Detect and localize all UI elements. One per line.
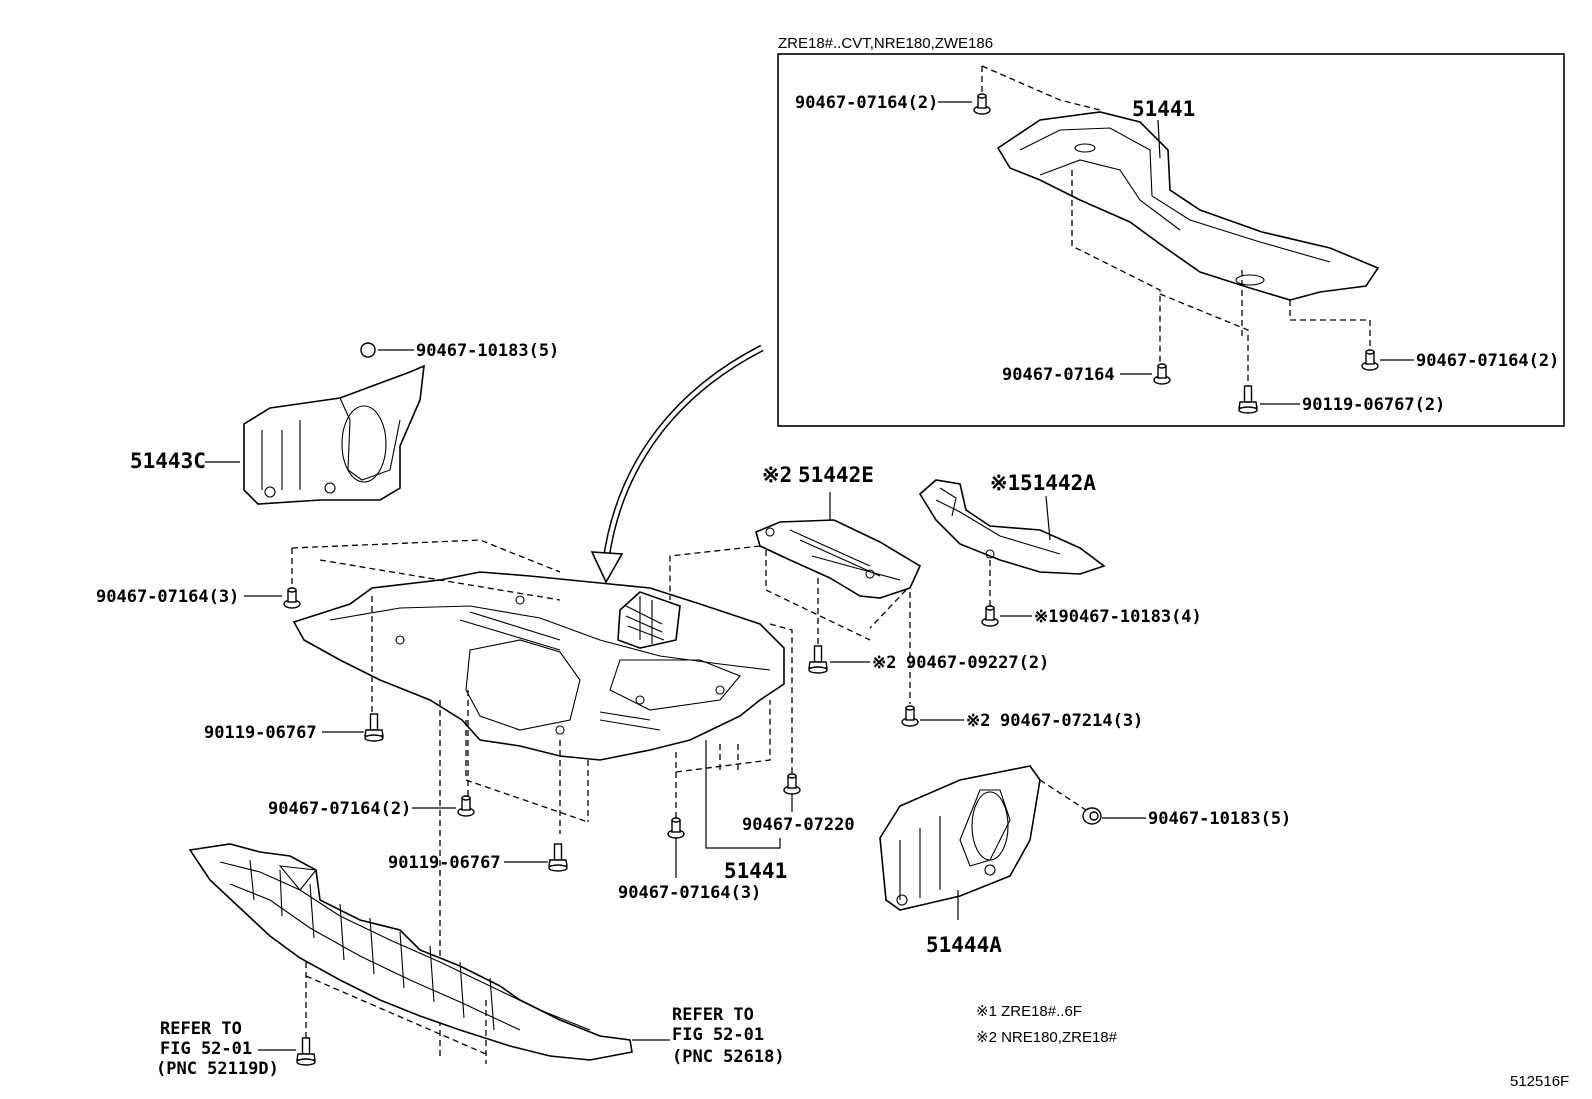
clip-bottom [667, 817, 685, 839]
label-cover-a-clip: ※190467-10183(4) [1034, 607, 1202, 627]
inset-title: ZRE18#..CVT,NRE180,ZWE186 [778, 35, 993, 52]
clip-right [1082, 807, 1102, 825]
label-bolt-lower: 90119-06767 [388, 853, 501, 873]
cover-e-clip2-mark: ※2 [966, 711, 990, 731]
clip-left-lower [457, 795, 475, 817]
label-fender-liner-left: 51443C [130, 449, 206, 473]
clip-left-upper [283, 587, 301, 609]
refer-right-line3: (PNC 52618) [672, 1047, 785, 1067]
bumper-bolt [296, 1037, 316, 1066]
inset-label-right: 90467-07164(2) [1416, 351, 1559, 371]
label-cover-a: 51442A [1020, 471, 1096, 495]
cover-e-mark: ※2 [762, 463, 792, 487]
bumper-reinforcement-shape [188, 843, 633, 1061]
inset-part-51441: 51441 [1132, 97, 1195, 121]
label-clip-bottom: 90467-07164(3) [618, 883, 761, 903]
inset-frame [777, 53, 1565, 427]
inset-panel: ZRE18#..CVT,NRE180,ZWE186 51441 90467-07… [777, 35, 1565, 427]
inset-bolt-bottom [1238, 385, 1258, 414]
figure-code: 512516F [1510, 1073, 1569, 1090]
refer-left-line2[interactable]: FIG 52-01 [160, 1039, 252, 1059]
label-clip-left-upper: 90467-07164(3) [96, 587, 239, 607]
refer-right-line1: REFER TO [672, 1005, 754, 1025]
label-cover-e: 51442E [798, 463, 874, 487]
inset-clip-right [1361, 349, 1379, 371]
label-bolt-left: 90119-06767 [204, 723, 317, 743]
bolt-lower [548, 843, 568, 872]
refer-left: REFER TO FIG 52-01 (PNC 52119D) [156, 1019, 279, 1079]
cover-a-shape [918, 479, 1106, 575]
main-under-cover-shape [292, 571, 785, 761]
clip-center [783, 773, 801, 795]
cover-a-mark: ※1 [990, 471, 1020, 495]
fender-liner-right-shape [879, 765, 1041, 911]
inset-label-top-left: 90467-07164(2) [795, 93, 938, 113]
refer-left-line1: REFER TO [160, 1019, 242, 1039]
refer-left-line3: (PNC 52119D) [156, 1059, 279, 1079]
label-clip-right: 90467-10183(5) [1148, 809, 1291, 829]
inset-label-bolt: 90119-06767(2) [1302, 395, 1445, 415]
inset-clip-bottom [1153, 363, 1171, 385]
cover-e-clip-mark: ※2 [872, 653, 896, 673]
note-1: ※1 ZRE18#..6F [976, 1003, 1082, 1020]
refer-right-line2[interactable]: FIG 52-01 [672, 1025, 764, 1045]
cover-e-clip2 [901, 705, 919, 727]
inset-reference-arrow [590, 344, 764, 584]
inset-clip-top-left [973, 93, 991, 115]
cover-e-clip [808, 645, 828, 674]
label-under-cover-main: 51441 [724, 859, 787, 883]
label-clip-left-lower: 90467-07164(2) [268, 799, 411, 819]
label-fender-liner-right: 51444A [926, 933, 1002, 957]
label-clip-center: 90467-07220 [742, 815, 855, 835]
note-2: ※2 NRE180,ZRE18# [976, 1029, 1118, 1046]
refer-right: REFER TO FIG 52-01 (PNC 52618) [672, 1005, 785, 1067]
bolt-left [364, 713, 384, 742]
label-cover-e-clip2: 90467-07214(3) [1000, 711, 1143, 731]
cover-a-clip [981, 605, 999, 627]
label-clip-top-left: 90467-10183(5) [416, 341, 559, 361]
cover-e-shape [755, 519, 922, 599]
fender-liner-left-shape [243, 342, 425, 505]
inset-label-bottom: 90467-07164 [1002, 365, 1115, 385]
label-cover-e-clip: 90467-09227(2) [906, 653, 1049, 673]
inset-under-cover-shape [996, 111, 1380, 301]
